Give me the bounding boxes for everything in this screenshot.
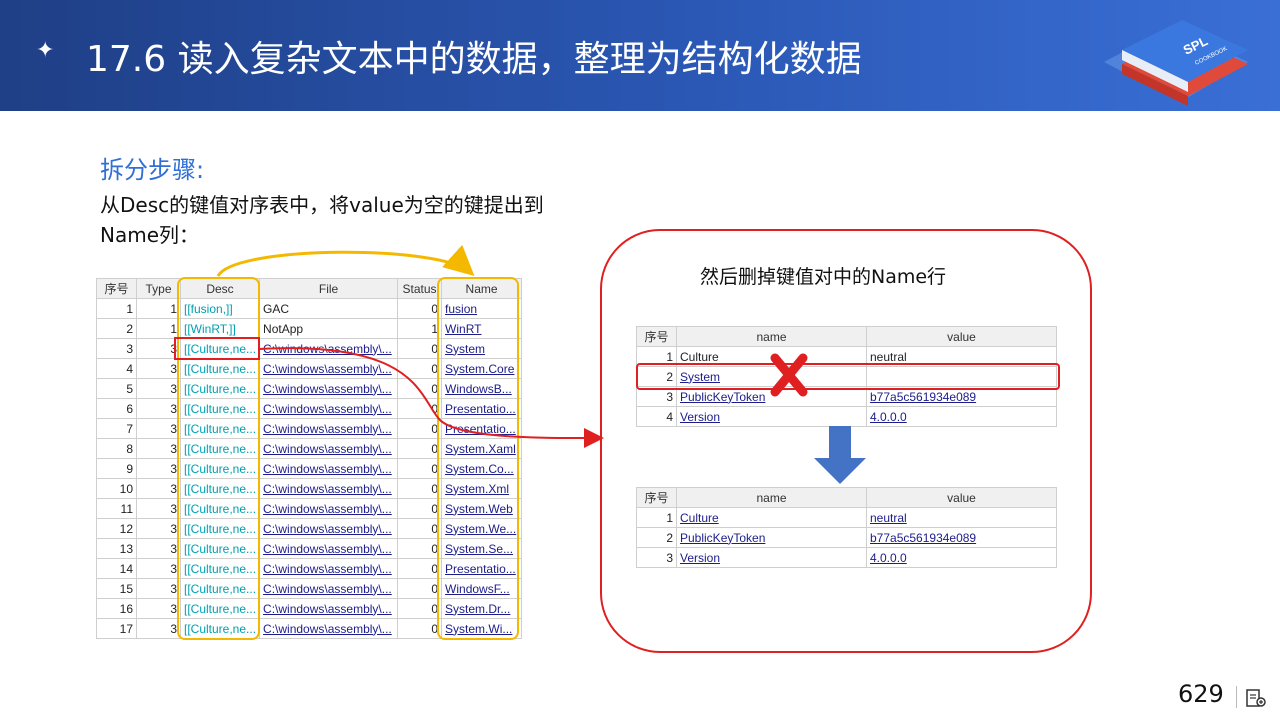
table-cell: System bbox=[676, 366, 867, 387]
table-cell: Version bbox=[676, 406, 867, 427]
table-cell: System.Se... bbox=[441, 538, 523, 559]
footer-divider bbox=[1236, 686, 1237, 708]
table-cell: System.Xml bbox=[441, 478, 523, 499]
table-cell: C:\windows\assembly\... bbox=[259, 458, 399, 479]
table-cell: C:\windows\assembly\... bbox=[259, 338, 399, 359]
table-cell: C:\windows\assembly\... bbox=[259, 538, 399, 559]
table-cell: 17 bbox=[96, 618, 137, 639]
table-cell: Presentatio... bbox=[441, 558, 523, 579]
table-cell: GAC bbox=[259, 298, 399, 319]
header-bar: ✦ 17.6 读入复杂文本中的数据，整理为结构化数据 bbox=[0, 0, 1280, 111]
column-header: value bbox=[866, 326, 1057, 347]
table-cell: [[Culture,ne... bbox=[179, 478, 261, 499]
table-cell: PublicKeyToken bbox=[676, 386, 867, 407]
table-cell: 11 bbox=[96, 498, 137, 519]
table-cell: Version bbox=[676, 547, 867, 568]
column-header: Type bbox=[136, 278, 181, 299]
callout-text: 然后删掉键值对中的Name行 bbox=[700, 266, 947, 288]
delete-cross-icon bbox=[770, 353, 808, 397]
steps-title: 拆分步骤: bbox=[100, 156, 205, 184]
column-header: 序号 bbox=[96, 278, 137, 299]
table-cell: Culture bbox=[676, 507, 867, 528]
name-column-highlight bbox=[437, 277, 519, 640]
desc-to-name-arrow bbox=[216, 244, 475, 277]
table-cell: C:\windows\assembly\... bbox=[259, 398, 399, 419]
table-cell: b77a5c561934e089 bbox=[866, 386, 1057, 407]
table-cell: [[Culture,ne... bbox=[179, 618, 261, 639]
down-arrow-icon bbox=[814, 426, 866, 484]
table-cell: PublicKeyToken bbox=[676, 527, 867, 548]
table-cell: [[fusion,]] bbox=[179, 298, 261, 319]
desc-column-highlight bbox=[177, 277, 260, 640]
column-header: Status bbox=[397, 278, 443, 299]
book-icon bbox=[1246, 689, 1266, 707]
highlighted-desc-cell bbox=[174, 337, 260, 360]
table-cell: 4 bbox=[636, 406, 677, 427]
table-cell: C:\windows\assembly\... bbox=[259, 618, 399, 639]
removed-row-highlight bbox=[636, 363, 1060, 390]
column-header: name bbox=[676, 487, 867, 508]
table-cell: 4.0.0.0 bbox=[866, 406, 1057, 427]
table-cell: fusion bbox=[441, 298, 523, 319]
column-header: 序号 bbox=[636, 326, 677, 347]
table-cell: WindowsF... bbox=[441, 578, 523, 599]
star-icon: ✦ bbox=[36, 38, 55, 63]
table-cell: 4.0.0.0 bbox=[866, 547, 1057, 568]
slide-title: 17.6 读入复杂文本中的数据，整理为结构化数据 bbox=[86, 39, 862, 80]
table-cell: NotApp bbox=[259, 318, 399, 339]
table-cell: C:\windows\assembly\... bbox=[259, 478, 399, 499]
table-cell: C:\windows\assembly\... bbox=[259, 578, 399, 599]
table-cell: Presentatio... bbox=[441, 418, 523, 439]
steps-description: 从Desc的键值对序表中，将value为空的键提出到Name列： bbox=[100, 193, 544, 247]
table-cell: 16 bbox=[96, 598, 137, 619]
spl-cookbook-logo: SPL COOKBOOK bbox=[1104, 20, 1248, 106]
table-cell: C:\windows\assembly\... bbox=[259, 358, 399, 379]
page-number: 629 bbox=[1178, 680, 1224, 708]
column-header: name bbox=[676, 326, 867, 347]
column-header: value bbox=[866, 487, 1057, 508]
table-cell: C:\windows\assembly\... bbox=[259, 518, 399, 539]
table-cell: System bbox=[441, 338, 523, 359]
table-cell: C:\windows\assembly\... bbox=[259, 598, 399, 619]
column-header: File bbox=[259, 278, 399, 299]
cell-to-callout-arrow bbox=[258, 347, 604, 449]
